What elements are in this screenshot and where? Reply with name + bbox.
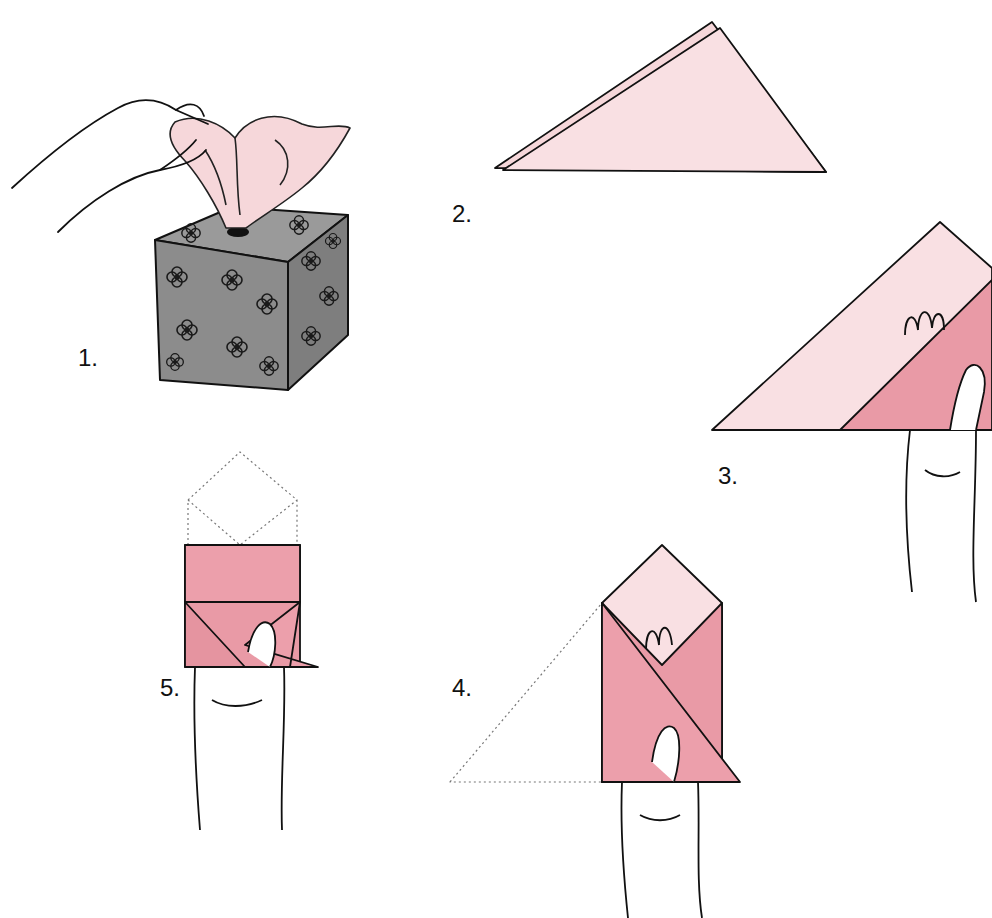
finger-outline (176, 104, 204, 116)
triangle-front-layer (503, 28, 826, 172)
diagonal-flap (602, 603, 740, 782)
folded-corner (840, 280, 992, 430)
box-front (155, 240, 288, 390)
diagonal-flap (245, 602, 318, 667)
flower-motif (222, 270, 242, 290)
palm-crease (212, 700, 262, 706)
box-pattern (167, 216, 341, 375)
finger-outline (160, 140, 196, 170)
palm-crease (925, 470, 960, 476)
thumb-outline (652, 726, 679, 782)
tissue-fold (275, 140, 288, 185)
flower-motif (167, 354, 184, 371)
callout-number: 1. (78, 346, 98, 370)
box-side (288, 215, 348, 390)
tissue-fold (205, 150, 226, 205)
thumb-outline (950, 365, 985, 430)
folded-triangle (495, 22, 826, 172)
tissue-fold (235, 138, 240, 215)
arm-outline (973, 430, 976, 602)
callout-number: 2. (452, 202, 472, 226)
triangle-sheet (712, 222, 992, 430)
arm-outline (906, 430, 912, 592)
fold-step-three (712, 222, 992, 602)
arm-outline (621, 782, 628, 918)
flower-motif (290, 216, 308, 234)
flower-motif (227, 337, 247, 357)
flower-motif (177, 320, 197, 340)
flower-motif (257, 294, 277, 314)
flower-motif (167, 267, 187, 287)
flower-motif (320, 287, 338, 305)
flower-motif (302, 252, 320, 270)
triangle-back-layer (495, 22, 826, 172)
tissue-sheet (170, 117, 350, 228)
finger-tips (646, 628, 672, 650)
fold-step-four (450, 545, 740, 918)
tissue-box (155, 207, 348, 390)
callout-number: 3. (718, 464, 738, 488)
box-slot (228, 228, 248, 236)
left-flap (185, 602, 245, 667)
arm-outline (194, 667, 200, 830)
arm-outline (698, 782, 702, 918)
palm-crease (640, 815, 680, 820)
flower-motif (302, 327, 320, 345)
flower-motif (182, 224, 200, 242)
hand (12, 100, 208, 232)
thumb-outline (248, 622, 275, 667)
callout-number: 4. (452, 676, 472, 700)
previous-position-outline (450, 603, 602, 782)
arm-outline (282, 667, 285, 830)
flower-motif (326, 234, 341, 249)
fold-step-five (185, 452, 318, 830)
arm-outline (58, 150, 206, 232)
tissue (170, 117, 350, 228)
callout-number: 5. (160, 676, 180, 700)
folded-top-band (185, 545, 300, 602)
arm-outline (12, 100, 208, 188)
flower-motif (260, 357, 278, 375)
finger-tips (905, 312, 944, 335)
previous-position-outline (188, 452, 297, 545)
